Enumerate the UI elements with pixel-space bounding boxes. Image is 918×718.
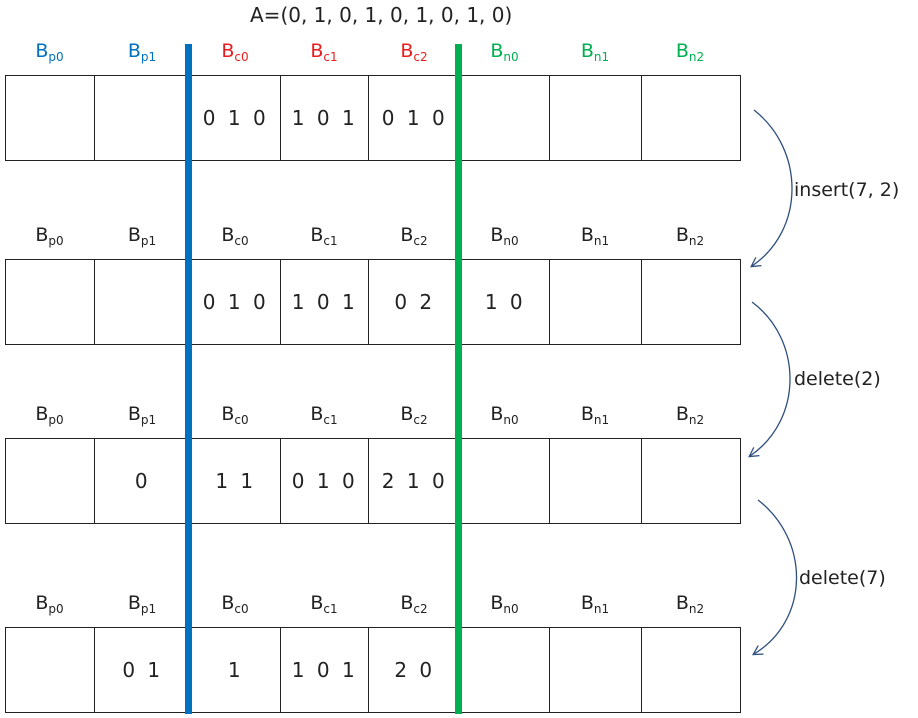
block-label-n2-row-4: Bn2: [675, 592, 705, 616]
block-cell-n0-row-2: 1 0: [460, 259, 551, 345]
prev-current-boundary-line: [185, 44, 192, 714]
block-label-n1-row-2: Bn1: [580, 224, 610, 248]
block-label-p1-row-1: Bp1: [127, 40, 157, 64]
block-label-n0-row-4: Bn0: [490, 592, 519, 616]
block-cell-n2-row-3: [641, 438, 741, 524]
block-label-p0-row-4: Bp0: [35, 592, 64, 616]
block-cell-c0-row-2: 0 1 0: [190, 259, 282, 345]
block-cell-c0-row-3: 1 1: [190, 438, 282, 524]
block-label-c1-row-2: Bc1: [310, 224, 338, 248]
operation-insert-label: insert(7, 2): [794, 179, 900, 201]
block-cell-c2-row-1: 0 1 0: [368, 75, 462, 161]
block-cell-n1-row-2: [549, 259, 643, 345]
block-label-c2-row-3: Bc2: [400, 403, 428, 427]
block-cell-n1-row-4: [549, 627, 643, 713]
block-label-n2-row-2: Bn2: [675, 224, 705, 248]
block-label-p1-row-3: Bp1: [127, 403, 157, 427]
block-label-n1-row-3: Bn1: [580, 403, 610, 427]
block-cell-c2-row-2: 0 2: [368, 259, 462, 345]
block-cell-c1-row-2: 1 0 1: [280, 259, 370, 345]
block-label-c0-row-4: Bc0: [221, 592, 249, 616]
block-cell-n2-row-4: [641, 627, 741, 713]
operation-delete-2-label: delete(2): [794, 368, 881, 390]
block-label-c0-row-2: Bc0: [221, 224, 249, 248]
block-label-n0-row-1: Bn0: [490, 40, 519, 64]
current-next-boundary-line: [455, 44, 462, 714]
block-label-c1-row-3: Bc1: [310, 403, 338, 427]
block-cell-c2-row-3: 2 1 0: [368, 438, 462, 524]
block-cell-c1-row-3: 0 1 0: [280, 438, 370, 524]
arrow-3: [752, 499, 798, 656]
block-label-p0-row-3: Bp0: [35, 403, 64, 427]
block-label-p0-row-2: Bp0: [35, 224, 64, 248]
block-cell-p0-row-2: [5, 259, 96, 345]
block-cell-c0-row-4: 1: [190, 627, 282, 713]
block-cell-n2-row-1: [641, 75, 741, 161]
block-label-p1-row-2: Bp1: [127, 224, 157, 248]
block-cell-c2-row-4: 2 0: [368, 627, 462, 713]
block-label-c2-row-1: Bc2: [400, 40, 428, 64]
block-label-n2-row-3: Bn2: [675, 403, 705, 427]
block-label-c2-row-2: Bc2: [400, 224, 428, 248]
block-label-c0-row-3: Bc0: [221, 403, 249, 427]
block-label-n1-row-1: Bn1: [580, 40, 610, 64]
block-label-p1-row-4: Bp1: [127, 592, 157, 616]
block-cell-n0-row-4: [460, 627, 551, 713]
arrow-2: [748, 301, 791, 458]
block-cell-p0-row-4: [5, 627, 96, 713]
block-cell-n1-row-3: [549, 438, 643, 524]
block-cell-p1-row-2: [94, 259, 192, 345]
block-label-n0-row-2: Bn0: [490, 224, 519, 248]
arrow-1: [750, 109, 793, 268]
block-cell-n0-row-1: [460, 75, 551, 161]
block-label-c0-row-1: Bc0: [221, 40, 249, 64]
block-cell-p0-row-1: [5, 75, 96, 161]
block-label-n2-row-1: Bn2: [675, 40, 705, 64]
operation-delete-7-label: delete(7): [799, 567, 886, 589]
block-cell-n2-row-2: [641, 259, 741, 345]
block-cell-p0-row-3: [5, 438, 96, 524]
block-label-c1-row-4: Bc1: [310, 592, 338, 616]
block-label-c1-row-1: Bc1: [310, 40, 338, 64]
block-label-n1-row-4: Bn1: [580, 592, 610, 616]
block-label-c2-row-4: Bc2: [400, 592, 428, 616]
block-cell-c1-row-1: 1 0 1: [280, 75, 370, 161]
block-cell-c0-row-1: 0 1 0: [190, 75, 282, 161]
block-cell-p1-row-4: 0 1: [94, 627, 192, 713]
sequence-title: A=(0, 1, 0, 1, 0, 1, 0, 1, 0): [250, 3, 513, 27]
block-label-n0-row-3: Bn0: [490, 403, 519, 427]
block-cell-p1-row-3: 0: [94, 438, 192, 524]
block-label-p0-row-1: Bp0: [35, 40, 64, 64]
